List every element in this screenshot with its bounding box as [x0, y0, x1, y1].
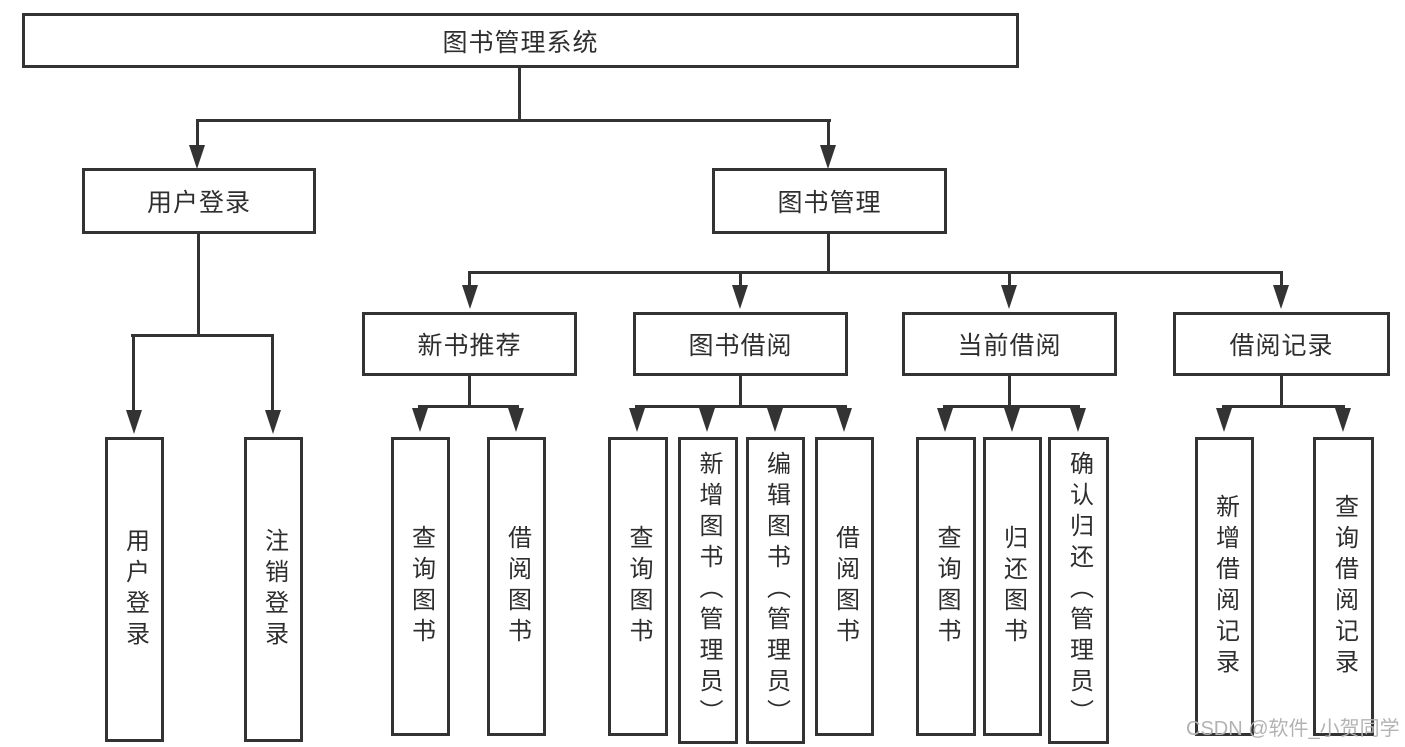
leaf-bor-query: 查询图书	[608, 437, 668, 736]
connector-mgmt-stem	[827, 234, 830, 274]
arrow-down-icon	[629, 408, 645, 432]
arrow-down-icon	[937, 408, 953, 432]
node-user-login-label: 用户登录	[146, 189, 251, 217]
leaf-bor-borrow-label: 借阅图书	[831, 524, 859, 649]
leaf-bor-edit-label: 编辑图书（管理员）	[762, 451, 790, 730]
leaf-cur-query: 查询图书	[916, 437, 976, 736]
connector-user-drop-left	[132, 334, 135, 411]
leaf-cur-return-label: 归还图书	[999, 524, 1027, 649]
connector-mgmt-drop-1	[468, 271, 471, 287]
arrow-down-icon	[1216, 408, 1232, 432]
arrow-down-icon	[462, 285, 478, 309]
arrow-down-icon	[732, 285, 748, 309]
connector-rec-stem	[468, 376, 471, 408]
arrow-down-icon	[1070, 408, 1086, 432]
leaf-cur-confirm: 确认归还（管理员）	[1048, 437, 1109, 744]
arrow-down-icon	[820, 145, 836, 169]
arrow-down-icon	[265, 410, 281, 434]
leaf-bor-edit: 编辑图书（管理员）	[746, 437, 805, 744]
connector-rec-rail	[418, 405, 519, 408]
node-book-mgmt: 图书管理	[712, 168, 947, 234]
leaf-rec-borrow: 借阅图书	[487, 437, 546, 736]
leaf-bor-query-label: 查询图书	[625, 524, 652, 649]
leaf-rcd-query-label: 查询借阅记录	[1330, 493, 1358, 680]
leaf-user-login-label: 用户登录	[121, 527, 149, 652]
node-current-borrow: 当前借阅	[902, 312, 1117, 376]
arrow-down-icon	[1273, 285, 1289, 309]
arrow-down-icon	[836, 408, 852, 432]
leaf-bor-add-label: 新增图书（管理员）	[695, 451, 722, 730]
leaf-rcd-add-label: 新增借阅记录	[1211, 493, 1239, 680]
leaf-cur-query-label: 查询图书	[933, 524, 960, 649]
connector-bor-rail	[635, 405, 847, 408]
leaf-rec-borrow-label: 借阅图书	[503, 524, 531, 649]
connector-root-stem	[518, 68, 521, 122]
csdn-watermark: CSDN @软件_小贺同学	[1186, 718, 1400, 740]
connector-root-rail	[196, 119, 831, 122]
connector-user-rail	[131, 334, 274, 337]
arrow-down-icon	[767, 408, 783, 432]
node-current-borrow-label: 当前借阅	[957, 332, 1062, 360]
node-book-mgmt-label: 图书管理	[777, 189, 882, 217]
node-new-books-label: 新书推荐	[417, 332, 522, 360]
node-book-borrow-label: 图书借阅	[688, 332, 793, 360]
arrow-down-icon	[126, 410, 142, 434]
connector-mgmt-drop-2	[739, 271, 742, 287]
leaf-cur-return: 归还图书	[983, 437, 1042, 736]
arrow-down-icon	[1004, 408, 1020, 432]
arrow-down-icon	[508, 408, 524, 432]
connector-mgmt-drop-4	[1280, 271, 1283, 287]
node-root: 图书管理系统	[22, 13, 1019, 68]
connector-rcd-rail	[1222, 405, 1345, 408]
leaf-rcd-add: 新增借阅记录	[1195, 437, 1254, 736]
connector-bor-stem	[739, 376, 742, 408]
connector-drop-mgmt	[827, 119, 830, 147]
leaf-rec-query-label: 查询图书	[407, 524, 435, 649]
leaf-user-logout-label: 注销登录	[260, 527, 288, 652]
node-book-borrow: 图书借阅	[633, 312, 848, 376]
leaf-cur-confirm-label: 确认归还（管理员）	[1065, 451, 1093, 730]
connector-mgmt-rail	[468, 271, 1282, 274]
leaf-rec-query: 查询图书	[391, 437, 450, 736]
node-borrow-records-label: 借阅记录	[1229, 332, 1334, 360]
node-root-label: 图书管理系统	[442, 28, 599, 57]
leaf-rcd-query: 查询借阅记录	[1313, 437, 1374, 736]
connector-user-drop-right	[271, 334, 274, 411]
arrow-down-icon	[1335, 408, 1351, 432]
node-new-books: 新书推荐	[362, 312, 577, 376]
connector-drop-user	[196, 119, 199, 147]
connector-mgmt-drop-3	[1008, 271, 1011, 287]
arrow-down-icon	[1001, 285, 1017, 309]
leaf-bor-borrow: 借阅图书	[815, 437, 874, 736]
connector-cur-rail	[943, 405, 1080, 408]
connector-user-stem	[197, 234, 200, 337]
node-borrow-records: 借阅记录	[1173, 312, 1390, 376]
node-user-login: 用户登录	[82, 168, 316, 234]
arrow-down-icon	[412, 408, 428, 432]
leaf-user-logout: 注销登录	[244, 437, 303, 742]
leaf-bor-add: 新增图书（管理员）	[678, 437, 738, 744]
arrow-down-icon	[699, 408, 715, 432]
leaf-user-login: 用户登录	[105, 437, 164, 742]
connector-cur-stem	[1008, 376, 1011, 408]
arrow-down-icon	[189, 145, 205, 169]
connector-rcd-stem	[1280, 376, 1283, 408]
